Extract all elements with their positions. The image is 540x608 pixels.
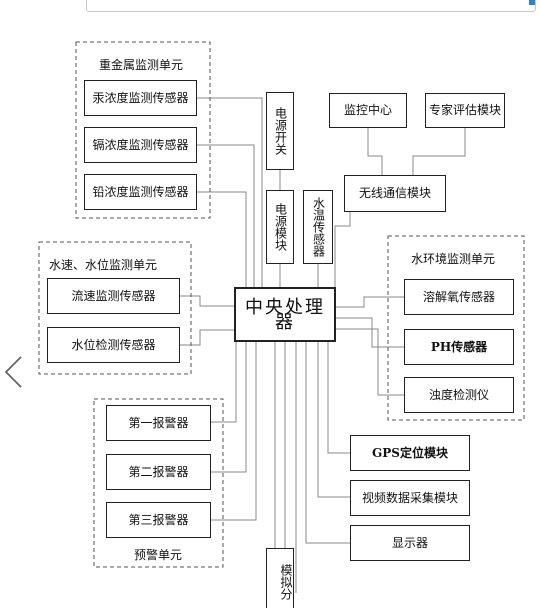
line-gps xyxy=(327,342,350,454)
line-video xyxy=(317,342,350,498)
sensor-lead: 铅浓度监测传感器 xyxy=(84,174,197,210)
line-display xyxy=(305,342,350,544)
group-title-alarm: 预警单元 xyxy=(134,548,183,562)
display-module: 显示器 xyxy=(350,525,470,561)
line-turbidity xyxy=(336,328,404,396)
search-button[interactable] xyxy=(529,0,535,5)
group-heavy-metal-border xyxy=(75,41,211,219)
sensor-flow: 流速监测传感器 xyxy=(47,278,180,314)
expert-module: 专家评估模块 xyxy=(425,93,505,128)
line-expert xyxy=(412,128,466,175)
line-oxygen xyxy=(336,296,404,308)
line-lead xyxy=(197,191,247,287)
line-alarm-1 xyxy=(211,342,237,423)
top-bar xyxy=(0,0,540,35)
wireless-module: 无线通信模块 xyxy=(344,175,446,212)
monitor-center: 监控中心 xyxy=(329,93,407,128)
gps-module: GPS定位模块 xyxy=(350,435,470,471)
analog-module: 模拟分 xyxy=(266,548,294,608)
group-title-heavy-metal: 重金属监测单元 xyxy=(99,58,184,72)
line-monitor-center xyxy=(367,128,383,175)
sensor-mercury: 汞浓度监测传感器 xyxy=(84,80,197,116)
power-switch: 电源开关 xyxy=(266,92,294,170)
line-alarm-3 xyxy=(211,342,257,521)
connector-lines xyxy=(38,41,525,593)
line-level xyxy=(180,329,234,346)
group-title-water-env: 水环境监测单元 xyxy=(411,252,496,266)
sensor-oxygen: 溶解氧传感器 xyxy=(404,279,514,315)
power-module: 电源模块 xyxy=(266,190,294,264)
group-water-env-border xyxy=(387,235,525,421)
sensor-water-level: 水位检测传感器 xyxy=(47,327,180,363)
chevron-left-icon[interactable] xyxy=(2,355,26,389)
alarm-3: 第三报警器 xyxy=(106,502,211,538)
alarm-1: 第一报警器 xyxy=(106,405,211,441)
water-temp-sensor: 水温传感器 xyxy=(303,190,333,264)
line-mercury xyxy=(197,97,263,287)
line-flow xyxy=(180,295,234,307)
alarm-2: 第二报警器 xyxy=(106,454,211,490)
line-cadmium xyxy=(197,144,255,287)
sensor-ph: PH传感器 xyxy=(404,329,514,365)
line-alarm-2 xyxy=(211,342,247,473)
line-ph xyxy=(336,317,404,348)
cpu: 中央处理器 xyxy=(234,287,336,342)
video-module: 视频数据采集模块 xyxy=(350,480,470,516)
sensor-cadmium: 镉浓度监测传感器 xyxy=(84,127,197,163)
sensor-turbidity: 浊度检测仪 xyxy=(404,377,514,413)
search-input[interactable] xyxy=(86,0,536,12)
group-title-water-speed: 水速、水位监测单元 xyxy=(49,258,158,272)
group-alarm-border xyxy=(93,398,224,568)
group-water-speed-border xyxy=(38,241,192,375)
